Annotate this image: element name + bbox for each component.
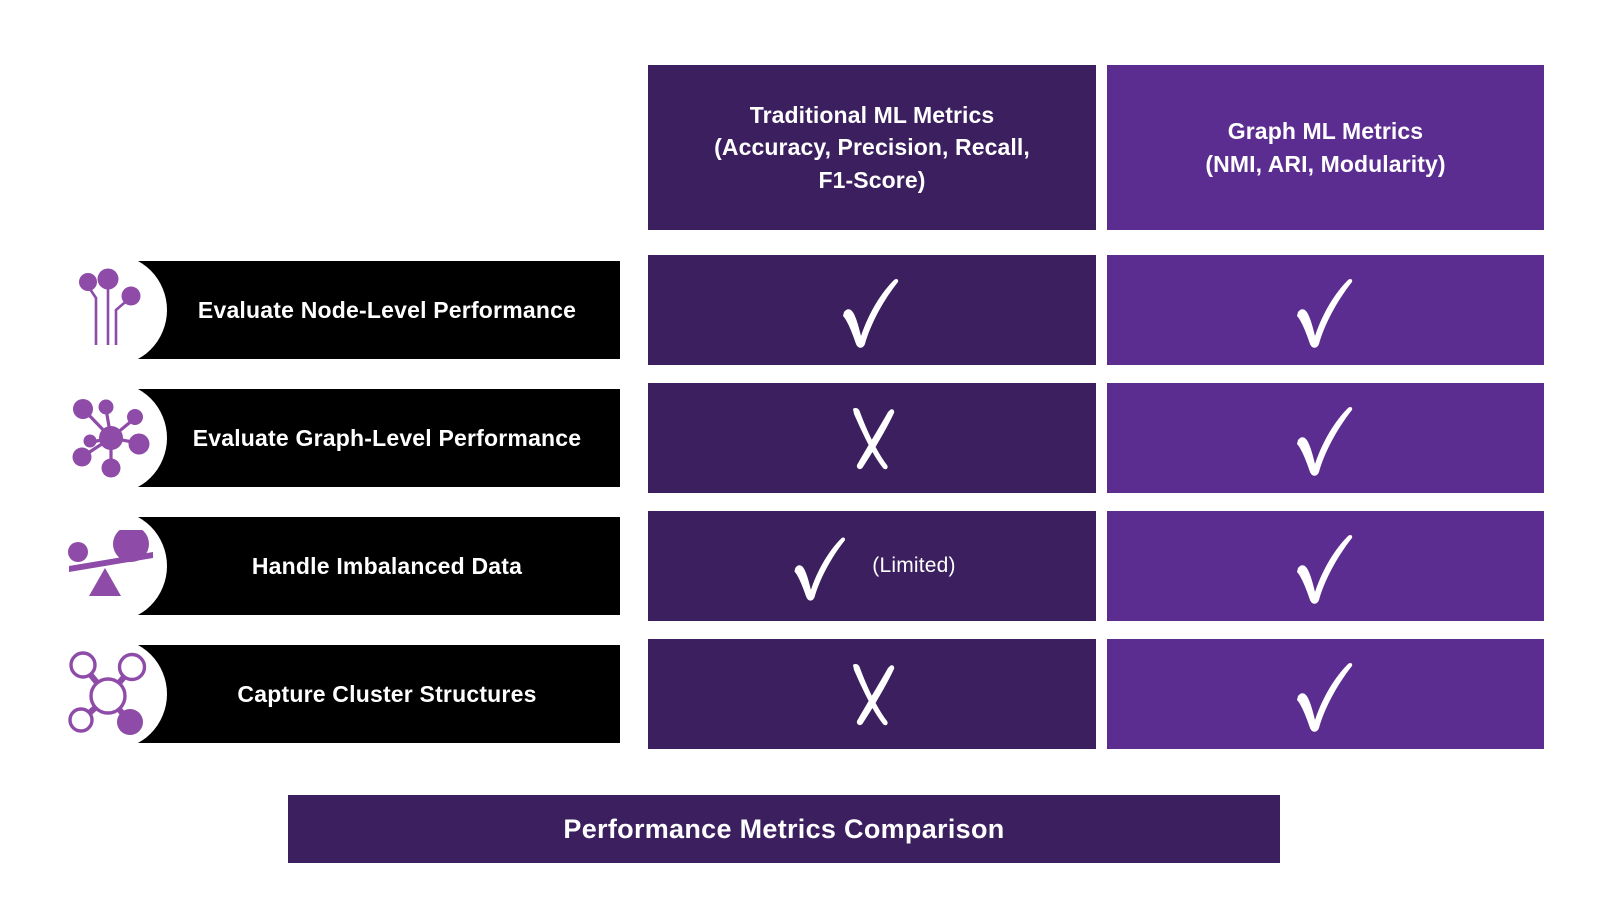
- row-label-bar: Evaluate Graph-Level Performance: [102, 389, 620, 487]
- comparison-row: Handle Imbalanced Data (Limited): [0, 510, 1600, 622]
- molecule-cluster-icon: [55, 638, 167, 750]
- cross-mark-icon: [853, 664, 895, 726]
- row-label: Capture Cluster Structures: [237, 680, 537, 707]
- cell-traditional: [648, 383, 1096, 493]
- node-tree-icon: [55, 254, 167, 366]
- network-hub-icon: [55, 382, 167, 494]
- row-label: Evaluate Node-Level Performance: [197, 296, 577, 323]
- column-header-traditional-line3: F1-Score): [818, 166, 926, 193]
- footer-title: Performance Metrics Comparison: [563, 813, 1005, 844]
- comparison-row: Evaluate Graph-Level Performance: [0, 382, 1600, 494]
- comparison-row: Capture Cluster Structures: [0, 638, 1600, 750]
- column-header-graph-line1: Graph ML Metrics: [1227, 117, 1424, 144]
- row-label-bar: Handle Imbalanced Data: [102, 517, 620, 615]
- cell-note: (Limited): [872, 554, 956, 577]
- cell-traditional: [648, 639, 1096, 749]
- column-header-graph-line2: (NMI, ARI, Modularity): [1205, 150, 1446, 177]
- comparison-row: Evaluate Node-Level Performance: [0, 254, 1600, 366]
- footer-title-bar: Performance Metrics Comparison: [288, 795, 1280, 863]
- column-header-graph: Graph ML Metrics (NMI, ARI, Modularity): [1107, 65, 1544, 230]
- cell-graph: [1107, 255, 1544, 365]
- cross-mark-icon: [853, 408, 895, 470]
- balance-scale-icon: [55, 510, 167, 622]
- cell-graph: [1107, 639, 1544, 749]
- check-mark-icon: [1296, 662, 1352, 732]
- cell-traditional: (Limited): [648, 511, 1096, 621]
- row-label: Handle Imbalanced Data: [251, 552, 523, 579]
- row-label-bar: Evaluate Node-Level Performance: [102, 261, 620, 359]
- cell-traditional: [648, 255, 1096, 365]
- row-label: Evaluate Graph-Level Performance: [192, 424, 582, 451]
- column-header-traditional-line1: Traditional ML Metrics: [749, 101, 995, 128]
- column-header-traditional-line2: (Accuracy, Precision, Recall,: [714, 134, 1030, 161]
- column-header-traditional: Traditional ML Metrics (Accuracy, Precis…: [648, 65, 1096, 230]
- row-label-bar: Capture Cluster Structures: [102, 645, 620, 743]
- check-mark-icon: [1296, 534, 1352, 604]
- cell-graph: [1107, 383, 1544, 493]
- check-mark-icon: [1296, 406, 1352, 476]
- check-mark-icon: [1296, 278, 1352, 348]
- check-mark-icon: [794, 537, 846, 601]
- check-mark-icon: [843, 278, 899, 348]
- cell-graph: [1107, 511, 1544, 621]
